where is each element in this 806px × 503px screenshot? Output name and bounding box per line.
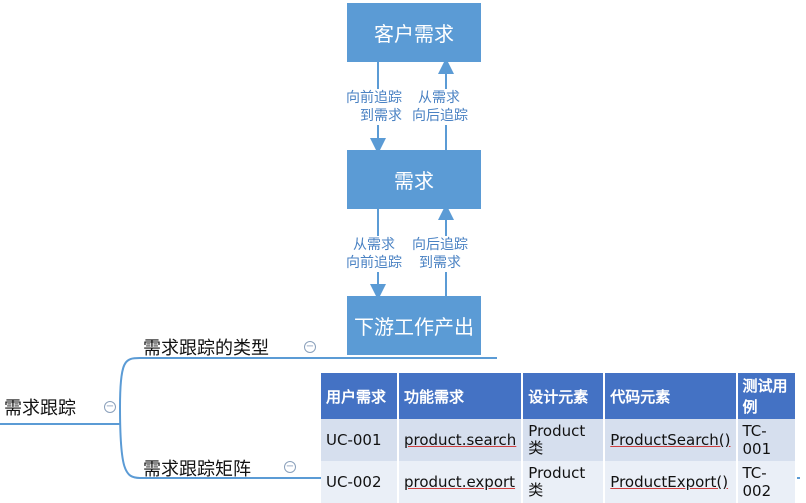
label-backward-line2: 向后追踪 bbox=[412, 108, 468, 124]
types-collapse-icon[interactable]: − bbox=[304, 341, 316, 353]
header-test: 测试用例 bbox=[736, 373, 797, 419]
design-line1: Product bbox=[528, 422, 586, 440]
root-collapse-icon[interactable]: − bbox=[104, 401, 116, 413]
root-label: 需求跟踪 bbox=[4, 398, 76, 419]
cell-code: ProductExport() bbox=[604, 461, 738, 503]
header-design: 设计元素 bbox=[522, 373, 606, 419]
branch-trace-types[interactable]: 需求跟踪的类型 bbox=[143, 334, 269, 360]
mindmap-curve-matrix bbox=[119, 406, 141, 479]
label-bwd2-line2: 到需求 bbox=[419, 255, 461, 271]
cell-code: ProductSearch() bbox=[604, 419, 738, 461]
branch-types-label: 需求跟踪的类型 bbox=[143, 338, 269, 359]
cell-func-req: product.export bbox=[398, 461, 524, 503]
mindmap-root[interactable]: 需求跟踪 bbox=[4, 394, 76, 420]
requirement-box: 需求 bbox=[347, 150, 481, 209]
table-header-row: 用户需求 功能需求 设计元素 代码元素 测试用例 bbox=[321, 373, 797, 419]
design-line2: 类 bbox=[528, 481, 544, 499]
header-code: 代码元素 bbox=[604, 373, 738, 419]
branch-trace-matrix[interactable]: 需求跟踪矩阵 bbox=[143, 455, 251, 481]
customer-requirement-box: 客户需求 bbox=[347, 3, 481, 62]
header-user-req: 用户需求 bbox=[321, 373, 399, 419]
label-fwd2-line1: 从需求 bbox=[353, 237, 395, 253]
label-forward-line1: 向前追踪 bbox=[346, 90, 402, 106]
design-line1: Product bbox=[528, 464, 586, 482]
cell-user-req: UC-001 bbox=[321, 419, 399, 461]
cell-test: TC-001 bbox=[736, 419, 797, 461]
downstream-output-box: 下游工作产出 bbox=[347, 296, 481, 355]
header-func-req: 功能需求 bbox=[398, 373, 524, 419]
label-bwd2-line1: 向后追踪 bbox=[412, 237, 468, 253]
label-from-req-forward: 从需求 向前追踪 bbox=[346, 236, 402, 272]
design-line2: 类 bbox=[528, 439, 544, 457]
traceability-matrix-table: 用户需求 功能需求 设计元素 代码元素 测试用例 UC-001 product.… bbox=[321, 373, 797, 503]
label-forward-line2: 到需求 bbox=[360, 108, 402, 124]
cell-test: TC-002 bbox=[736, 461, 797, 503]
label-fwd2-line2: 向前追踪 bbox=[346, 255, 402, 271]
label-backward-to-req: 向后追踪 到需求 bbox=[412, 236, 468, 272]
label-backward-from-req: 从需求 向后追踪 bbox=[412, 89, 468, 125]
cell-func-req: product.search bbox=[398, 419, 524, 461]
label-forward-to-req: 向前追踪 到需求 bbox=[346, 89, 402, 125]
branch-matrix-label: 需求跟踪矩阵 bbox=[143, 459, 251, 480]
matrix-collapse-icon[interactable]: − bbox=[284, 461, 296, 473]
label-backward-line1: 从需求 bbox=[418, 90, 460, 106]
mindmap-curve-types bbox=[119, 357, 141, 408]
cell-user-req: UC-002 bbox=[321, 461, 399, 503]
